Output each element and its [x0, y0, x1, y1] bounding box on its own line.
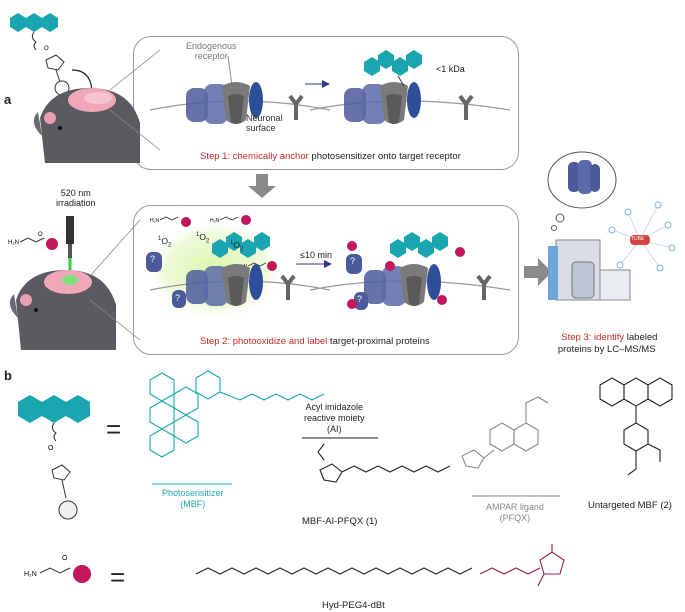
- endogenous-receptor-label: Endogenous receptor: [186, 41, 237, 61]
- free-hydrazide-1: H₂N: [150, 216, 191, 227]
- compound1-label: MBF-AI-PFQX (1): [302, 516, 378, 527]
- svg-text:H₂N: H₂N: [150, 218, 160, 224]
- size-label: <1 kDa: [436, 64, 465, 74]
- mass-spectrometer: [548, 239, 631, 301]
- svg-text:H₂N: H₂N: [210, 218, 220, 224]
- singlet-oxygen-2: 1O2: [196, 232, 210, 245]
- unknown-mark-4: ?: [357, 294, 363, 304]
- receptor-complex-left: [186, 82, 263, 124]
- step3-caption: Step 3: identify labeled proteins by LC–…: [556, 320, 658, 356]
- probe-symbol-b: O: [18, 395, 90, 520]
- probe-molecule-top: O: [10, 13, 70, 96]
- step1-caption-red: Step 1: chemically anchor: [200, 151, 309, 162]
- y-receptor-step2-right: [476, 274, 492, 300]
- compound2-label: Untargeted MBF (2): [588, 500, 672, 511]
- step2-caption: Step 2: photooxidize and label target-pr…: [200, 336, 430, 347]
- step2-caption-red: Step 2: photooxidize and label: [200, 336, 328, 347]
- step3-caption-red: Step 3: identify: [561, 331, 625, 343]
- thought-bubble: [547, 151, 617, 231]
- y-receptor-left: [288, 94, 304, 120]
- svg-text:H₂N: H₂N: [24, 571, 37, 578]
- label-tag-2: [437, 295, 447, 305]
- proximal-protein-2: [172, 290, 186, 308]
- svg-text:O: O: [62, 555, 68, 562]
- acyl-imidazole-structure: [317, 443, 379, 483]
- singlet-oxygen-1: 1O2: [158, 236, 172, 249]
- receptor-complex-right: [344, 82, 421, 124]
- y-receptor-step2-left: [280, 274, 296, 300]
- time-label: ≤10 min: [300, 250, 332, 260]
- acyl-imidazole-label: Acyl imidazole reactive moiety (AI): [304, 402, 365, 434]
- down-arrow: [248, 174, 276, 198]
- hydrazide-symbol-b: H₂N O: [24, 555, 91, 583]
- linker-structure: [377, 465, 451, 473]
- step2-caption-black: target-proximal proteins: [327, 336, 430, 347]
- free-hydrazide-2: H₂N: [210, 215, 251, 225]
- equals-sign-1: =: [106, 414, 122, 444]
- singlet-oxygen-3: 1O2: [230, 240, 244, 253]
- receptor-complex-step2-left: [186, 232, 270, 306]
- step3-caption-black: labeled proteins by LC–MS/MS: [557, 331, 658, 355]
- mouse-top: [33, 88, 140, 163]
- hydrazide-probe-left: H₂N O: [8, 232, 58, 250]
- labeled-protein-2: [347, 292, 368, 310]
- label-tag-3: [455, 247, 465, 257]
- svg-text:O: O: [38, 232, 43, 238]
- dbt-structure: [479, 544, 565, 587]
- mouse-bottom: [9, 270, 116, 350]
- equals-sign-2: =: [110, 562, 126, 592]
- step1-caption: Step 1: chemically anchor photosensitize…: [200, 151, 461, 162]
- step1-caption-black: photosensitizer onto target receptor: [308, 151, 461, 162]
- unknown-mark-1: ?: [150, 254, 156, 264]
- unknown-mark-2: ?: [175, 293, 181, 303]
- ampar-ligand-label: AMPAR ligand (PFQX): [486, 502, 544, 523]
- y-receptor-right: [458, 94, 474, 120]
- label-tag-1: [385, 261, 395, 271]
- hyd-peg4-label: Hyd-PEG4-dBt: [322, 600, 385, 611]
- photosensitizer-anchored: [364, 50, 422, 87]
- svg-text:O: O: [44, 46, 49, 52]
- pfqx-structure: [461, 396, 549, 469]
- panel-a-label: a: [4, 92, 12, 107]
- proximal-protein-1: [146, 252, 162, 272]
- right-arrow: [524, 258, 552, 286]
- hyd-peg4-structure: [195, 567, 473, 575]
- neuronal-surface-label: Neuronal surface: [246, 113, 283, 133]
- unknown-mark-3: ?: [350, 256, 356, 266]
- photosensitizer-label: Photosensitizer (MBF): [162, 488, 224, 509]
- svg-text:O: O: [48, 445, 54, 452]
- receptor-complex-step2-right: [364, 232, 448, 306]
- tube-label: TUBE: [631, 236, 645, 242]
- labeled-protein-1: [346, 241, 362, 274]
- svg-text:H₂N: H₂N: [8, 240, 19, 246]
- laser-fiber: [66, 216, 74, 278]
- panel-b-label: b: [4, 368, 12, 383]
- irradiation-label: 520 nm irradiation: [56, 188, 96, 209]
- protein-network: [608, 201, 676, 272]
- mbf-structure: [149, 370, 325, 458]
- untargeted-mbf-structure: [599, 377, 673, 476]
